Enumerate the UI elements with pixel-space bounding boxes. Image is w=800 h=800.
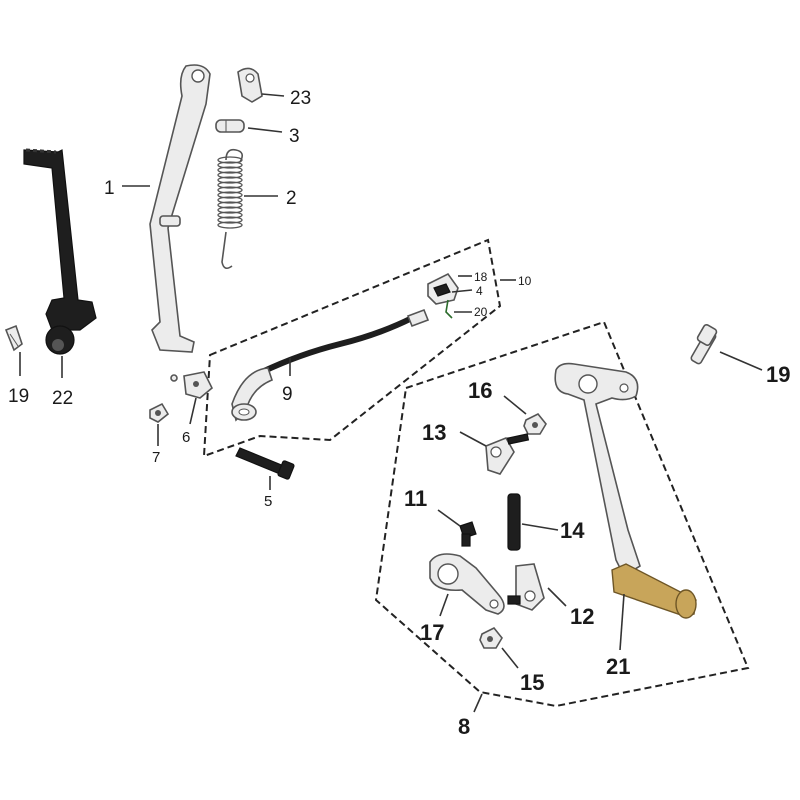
spring-coil bbox=[217, 156, 243, 164]
spring-coil bbox=[217, 201, 243, 209]
label-5: 5 bbox=[264, 493, 272, 510]
label-14: 14 bbox=[560, 518, 585, 543]
kick-starter-lever bbox=[23, 148, 97, 355]
stand-bolt bbox=[235, 447, 295, 480]
label-15: 15 bbox=[520, 670, 544, 695]
label-18: 18 bbox=[474, 270, 488, 284]
label-19-left: 19 bbox=[8, 386, 29, 407]
spring-coil bbox=[217, 166, 243, 174]
label-9: 9 bbox=[282, 384, 293, 405]
label-4: 4 bbox=[476, 284, 483, 298]
label-16: 16 bbox=[468, 378, 492, 403]
label-13: 13 bbox=[422, 420, 446, 445]
ball-joint-13 bbox=[485, 433, 530, 475]
label-8: 8 bbox=[458, 714, 470, 739]
label-3: 3 bbox=[289, 126, 300, 147]
threaded-rod-14 bbox=[507, 493, 521, 551]
label-10: 10 bbox=[518, 274, 532, 288]
long-bolt-right bbox=[690, 324, 718, 365]
stand-bracket bbox=[237, 67, 263, 103]
nut-small bbox=[149, 402, 170, 423]
spring-coil bbox=[217, 161, 243, 169]
label-7: 7 bbox=[152, 449, 160, 466]
ball-joint-12 bbox=[507, 563, 545, 611]
label-1: 1 bbox=[104, 178, 115, 199]
gear-shift-pedal bbox=[554, 362, 697, 619]
spring-coil bbox=[217, 216, 243, 224]
brake-rod bbox=[231, 308, 430, 422]
label-12: 12 bbox=[570, 604, 594, 629]
stand-bracket-small bbox=[170, 371, 213, 399]
stand-spring bbox=[217, 148, 244, 270]
stand-pin bbox=[215, 119, 245, 133]
leader-lines bbox=[19, 93, 763, 713]
brake-switch bbox=[427, 272, 459, 319]
group-8-outline bbox=[374, 320, 750, 708]
nut-16 bbox=[523, 412, 547, 435]
spring-coil bbox=[217, 196, 243, 204]
label-11: 11 bbox=[404, 486, 427, 511]
spring-coil bbox=[217, 181, 243, 189]
label-22: 22 bbox=[52, 388, 73, 409]
label-19-right: 19 bbox=[766, 362, 790, 387]
callout-labels: 23 3 2 1 19 22 9 6 7 5 18 10 4 20 19 16 … bbox=[8, 88, 790, 739]
group-9-outline bbox=[202, 238, 502, 458]
label-6: 6 bbox=[182, 429, 190, 446]
spring-coil bbox=[217, 171, 243, 179]
label-17: 17 bbox=[420, 620, 444, 645]
shift-arm-17 bbox=[429, 553, 505, 615]
spring-coil bbox=[217, 221, 243, 229]
spring-coil bbox=[217, 191, 243, 199]
side-stand bbox=[149, 64, 211, 353]
spring-coil bbox=[217, 206, 243, 214]
small-bolt-left bbox=[4, 324, 23, 352]
label-21: 21 bbox=[606, 654, 630, 679]
bolt-11 bbox=[459, 521, 477, 547]
nut-15 bbox=[479, 626, 503, 649]
label-23: 23 bbox=[290, 88, 311, 109]
label-2: 2 bbox=[286, 188, 297, 209]
spring-coil bbox=[217, 186, 243, 194]
spring-coil bbox=[217, 211, 243, 219]
spring-coil bbox=[217, 176, 243, 184]
label-20: 20 bbox=[474, 305, 488, 319]
